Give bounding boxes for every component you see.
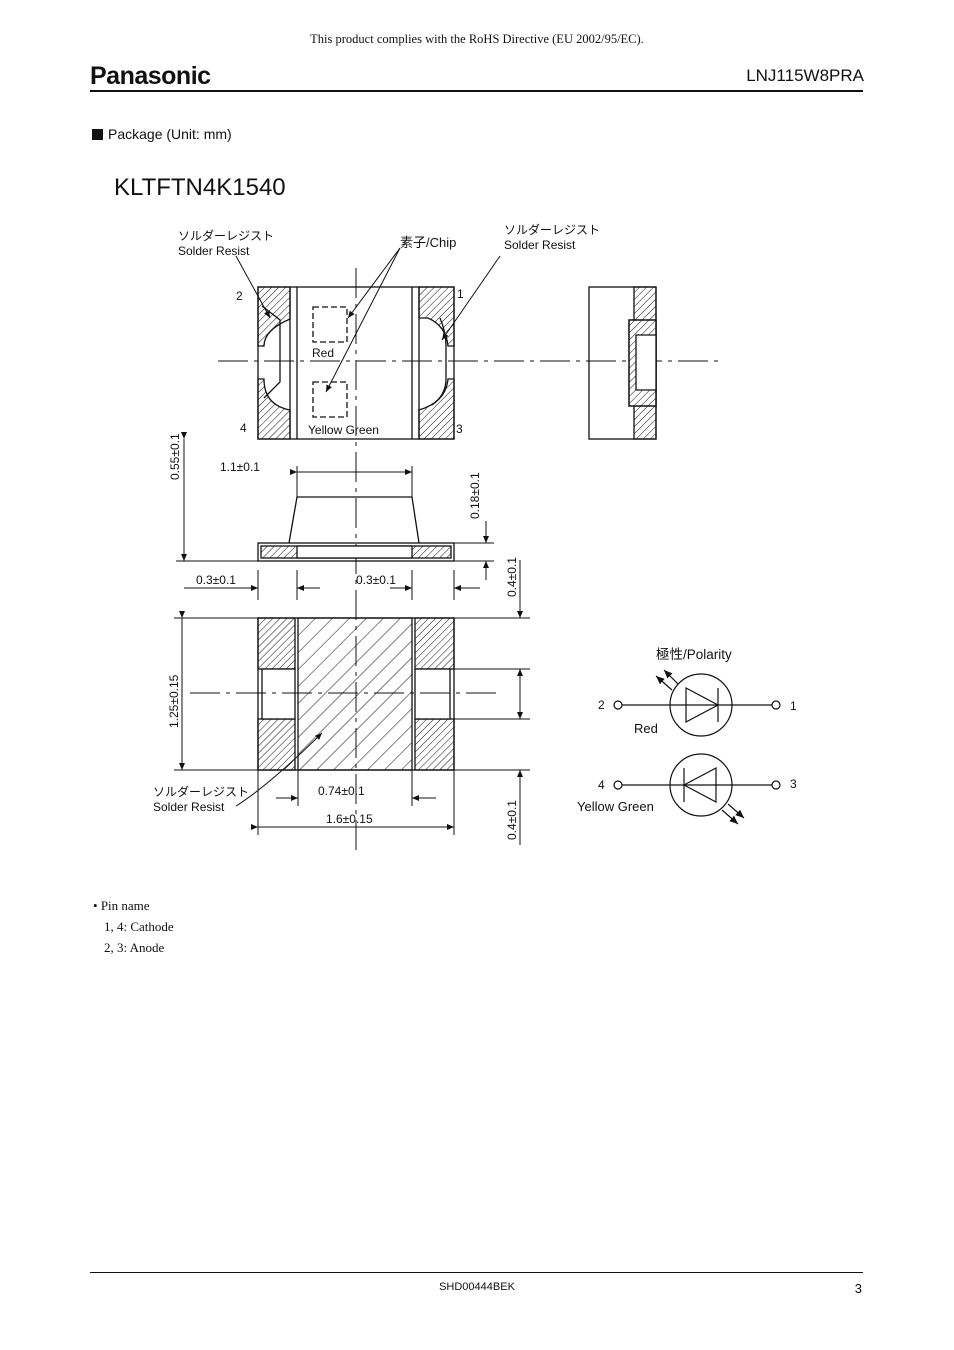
- solder-resist-en-right: Solder Resist: [504, 238, 576, 252]
- dim-04-top: 0.4±0.1: [505, 557, 519, 597]
- solder-resist-en-bottom: Solder Resist: [153, 800, 225, 814]
- red-chip-label: Red: [312, 346, 334, 360]
- package-model: KLTFTN4K1540: [114, 174, 286, 201]
- pin-1-label: 1: [457, 287, 464, 301]
- pin-3-label: 3: [456, 422, 463, 436]
- rohs-note: This product complies with the RoHS Dire…: [310, 32, 644, 46]
- solder-resist-jp-bottom: ソルダーレジスト: [153, 784, 249, 799]
- dim-03-right: 0.3±0.1: [356, 573, 396, 587]
- front-view: [257, 496, 455, 562]
- panasonic-logo: Panasonic: [90, 62, 211, 90]
- dim-16: 1.6±0.15: [326, 812, 373, 826]
- polarity-pin-4: 4: [598, 778, 605, 792]
- pin-name-line-1: 1, 4: Cathode: [104, 919, 174, 934]
- dimension-lines: [174, 247, 530, 845]
- doc-number: SHD00444BEK: [439, 1281, 515, 1293]
- polarity-diagram: [613, 669, 781, 825]
- pin-name-title-text: Pin name: [100, 898, 150, 913]
- pin-name-line-2: 2, 3: Anode: [104, 940, 165, 955]
- pin-2-label: 2: [236, 289, 243, 303]
- solder-resist-jp-right: ソルダーレジスト: [504, 222, 600, 237]
- dim-074: 0.74±0.1: [318, 784, 365, 798]
- part-number: LNJ115W8PRA: [746, 66, 864, 85]
- yellow-green-chip-label: Yellow Green: [308, 423, 379, 437]
- chip-label: 素子/Chip: [400, 235, 456, 250]
- solder-resist-jp-left: ソルダーレジスト: [178, 228, 274, 243]
- dim-018: 0.18±0.1: [468, 472, 482, 519]
- solder-resist-en-left: Solder Resist: [178, 244, 250, 258]
- bottom-view: [257, 617, 455, 771]
- square-bullet-icon: [92, 129, 103, 140]
- section-title-text: Package (Unit: mm): [108, 126, 232, 142]
- header-rule: [90, 90, 863, 92]
- dim-11: 1.1±0.1: [220, 460, 260, 474]
- polarity-red: Red: [634, 721, 658, 736]
- side-view: [588, 286, 657, 440]
- polarity-pin-2: 2: [598, 698, 605, 712]
- dim-04-bottom: 0.4±0.1: [505, 800, 519, 840]
- footer-rule: [90, 1272, 863, 1273]
- section-title: Package (Unit: mm): [92, 126, 232, 142]
- polarity-pin-1: 1: [790, 699, 797, 713]
- polarity-yellow-green: Yellow Green: [577, 799, 654, 814]
- dim-055: 0.55±0.1: [168, 433, 182, 480]
- page-number: 3: [854, 1281, 862, 1296]
- pin-4-label: 4: [240, 421, 247, 435]
- dim-125: 1.25±0.15: [167, 674, 181, 728]
- polarity-pin-3: 3: [790, 777, 797, 791]
- polarity-title: 極性/Polarity: [656, 647, 732, 662]
- bullet-icon: •: [93, 898, 101, 913]
- dim-03-left: 0.3±0.1: [196, 573, 236, 587]
- pin-name-list: • Pin name 1, 4: Cathode 2, 3: Anode: [93, 895, 174, 958]
- pin-name-title: • Pin name: [93, 895, 174, 916]
